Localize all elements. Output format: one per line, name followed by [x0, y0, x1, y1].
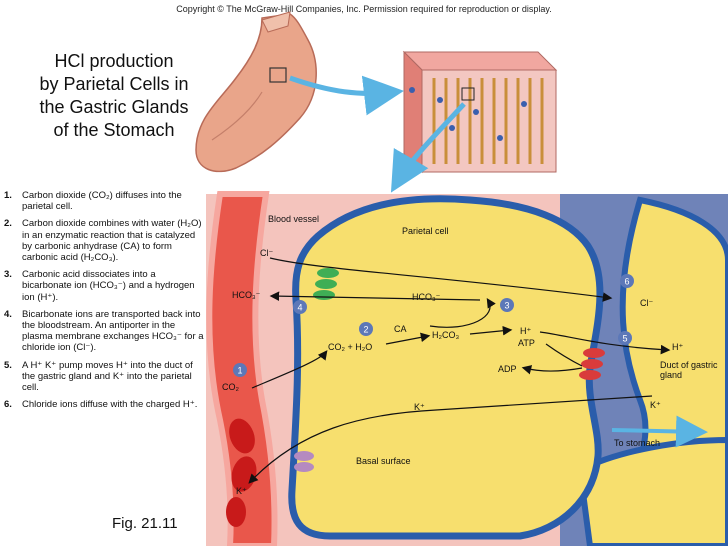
- step-item: 2. Carbon dioxide combines with water (H₂…: [4, 218, 204, 263]
- process-arrows: [248, 257, 671, 484]
- step-number: 4.: [4, 308, 12, 320]
- zoom-arrow: [289, 75, 404, 116]
- to-stomach-label: To stomach: [614, 438, 660, 448]
- red-blood-cell: [229, 418, 255, 454]
- step-item: 6. Chloride ions diffuse with the charged…: [4, 399, 204, 410]
- red-blood-cell: [226, 497, 246, 527]
- step-item: 5. A H⁺ K⁺ pump moves H⁺ into the duct of…: [4, 360, 204, 394]
- blood-vessel-label: Blood vessel: [268, 214, 319, 224]
- step-number: 2.: [4, 218, 12, 230]
- chloride-ion-label: Cl⁻: [260, 248, 273, 258]
- marker-label: 1: [237, 366, 242, 376]
- step-marker: 6: [620, 274, 634, 288]
- h-k-pump: [579, 348, 605, 380]
- bicarbonate-cell-label: HCO₃⁻: [412, 292, 441, 302]
- step-number: 1.: [4, 190, 12, 201]
- title-line: by Parietal Cells in: [39, 74, 189, 94]
- step-text: Bicarbonate ions are transported back in…: [22, 308, 204, 354]
- basal-k-channel: [294, 451, 314, 472]
- basal-surface-box: Basal surface: [356, 456, 411, 466]
- duct-label: Duct of gastric gland: [660, 360, 718, 380]
- step-marker: 2: [359, 322, 373, 336]
- to-stomach-arrow: [611, 415, 708, 448]
- step-text: Carbon dioxide (CO₂) diffuses into the p…: [22, 190, 182, 213]
- marker-label: 2: [363, 325, 368, 335]
- hydrogen-duct-label: H⁺: [672, 342, 683, 352]
- step-text: Carbonic acid dissociates into a bicarbo…: [22, 269, 195, 303]
- title-line: of the Stomach: [53, 120, 175, 140]
- step-number: 3.: [4, 269, 12, 281]
- step-marker: 4: [293, 300, 307, 314]
- copyright-notice: Copyright © The McGraw-Hill Companies, I…: [176, 4, 552, 14]
- step-item: 1. Carbon dioxide (CO₂) diffuses into the…: [4, 190, 204, 212]
- title-line: the Gastric Glands: [39, 97, 189, 117]
- carbonic-acid-label: H₂CO₃: [432, 330, 459, 340]
- potassium-duct-label: K⁺: [650, 400, 661, 410]
- step-list: 1. Carbon dioxide (CO₂) diffuses into the…: [4, 190, 204, 416]
- marker-label: 4: [297, 303, 302, 313]
- chloride-duct-label: Cl⁻: [640, 298, 653, 308]
- step-item: 4. Bicarbonate ions are transported back …: [4, 309, 204, 354]
- step-text: Chloride ions diffuse with the charged H…: [22, 399, 198, 411]
- carbonic-anhydrase-label: CA: [394, 324, 407, 334]
- zoom-box: [269, 67, 287, 83]
- step-text: Carbon dioxide combines with water (H₂O)…: [22, 218, 202, 264]
- step-text: A H⁺ K⁺ pump moves H⁺ into the duct of t…: [22, 359, 193, 394]
- potassium-blood-label: K⁺: [236, 486, 247, 496]
- atp-label: ATP: [518, 338, 535, 348]
- basal-surface-label: Basal surface: [356, 456, 411, 466]
- step-number: 6.: [4, 399, 12, 411]
- bicarbonate-blood-label: HCO₃⁻: [232, 290, 261, 300]
- marker-label: 5: [622, 334, 627, 344]
- hydrogen-ion-label: H⁺: [520, 326, 531, 336]
- step-marker: 5: [618, 331, 632, 345]
- step-item: 3. Carbonic acid dissociates into a bicar…: [4, 269, 204, 303]
- zoom-box: [461, 87, 475, 101]
- marker-label: 6: [624, 277, 629, 287]
- gastric-tissue-block: [402, 50, 558, 174]
- potassium-cell-label: K⁺: [414, 402, 425, 412]
- parietal-cell: [288, 195, 604, 540]
- co2-water-label: CO₂ + H₂O: [328, 342, 372, 352]
- step-number: 5.: [4, 359, 12, 371]
- step-marker: 3: [500, 298, 514, 312]
- step-marker: 1: [233, 363, 247, 377]
- stomach-illustration: [195, 11, 317, 173]
- co2-blood-label: CO₂: [222, 382, 240, 392]
- marker-label: 3: [504, 301, 509, 311]
- figure-title: HCl production by Parietal Cells in the …: [28, 50, 200, 142]
- title-line: HCl production: [54, 51, 174, 71]
- zoom-arrow: [390, 102, 466, 193]
- adp-label: ADP: [498, 364, 517, 374]
- parietal-cell-label: Parietal cell: [402, 226, 449, 236]
- figure-number: Fig. 21.11: [112, 515, 178, 532]
- duct-label-box: Duct of gastric gland: [660, 360, 718, 380]
